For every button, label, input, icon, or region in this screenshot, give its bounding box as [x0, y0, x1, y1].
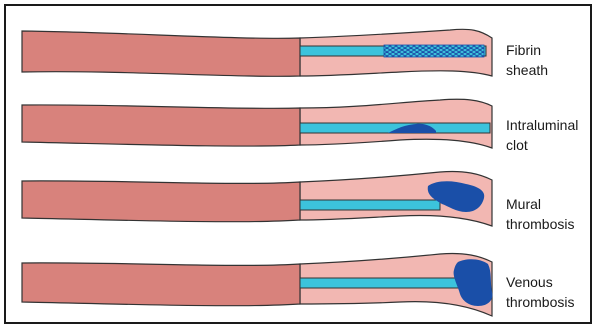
catheter-body	[22, 31, 300, 76]
label-intraluminal-clot: Intraluminal clot	[506, 115, 578, 155]
label-line-2: thrombosis	[506, 214, 574, 234]
label-line-1: Mural	[506, 194, 574, 214]
label-line-1: Venous	[506, 272, 574, 292]
panel-mural-thrombosis	[22, 171, 492, 226]
catheter-body	[22, 263, 300, 306]
label-line-2: sheath	[506, 60, 548, 80]
catheter-lumen	[300, 278, 460, 288]
panel-intraluminal-clot	[22, 99, 492, 148]
label-line-1: Fibrin	[506, 40, 548, 60]
label-mural-thrombosis: Mural thrombosis	[506, 194, 574, 234]
catheter-body	[22, 105, 300, 146]
fibrin-sheath-mesh	[384, 45, 484, 57]
label-line-2: thrombosis	[506, 292, 574, 312]
catheter-body	[22, 181, 300, 222]
label-venous-thrombosis: Venous thrombosis	[506, 272, 574, 312]
panel-venous-thrombosis	[22, 253, 492, 316]
panel-fibrin-sheath	[22, 29, 492, 76]
label-line-1: Intraluminal	[506, 115, 578, 135]
label-fibrin-sheath: Fibrin sheath	[506, 40, 548, 80]
label-line-2: clot	[506, 135, 578, 155]
catheter-lumen	[300, 200, 440, 210]
